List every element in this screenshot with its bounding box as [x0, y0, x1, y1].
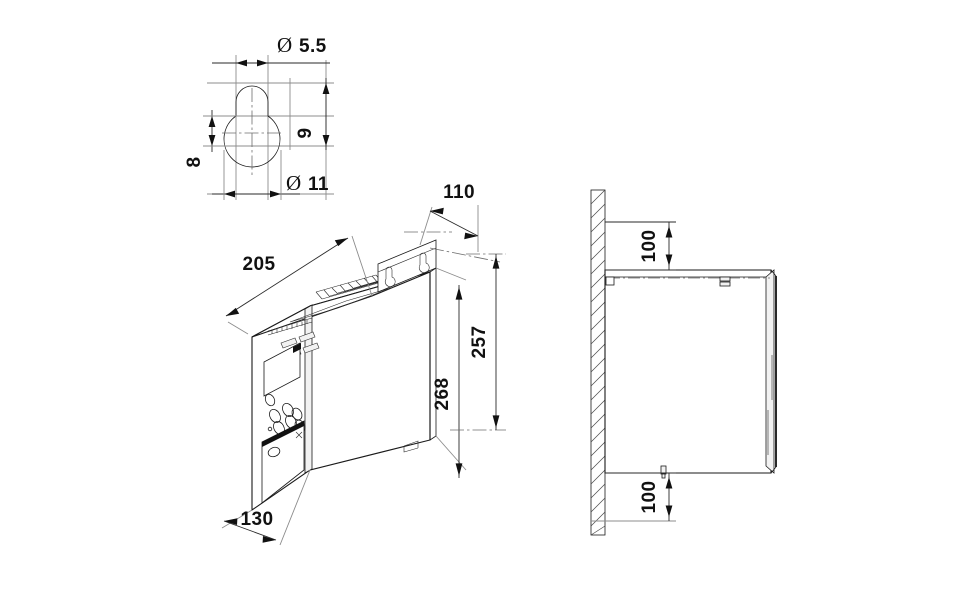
wall-section: [590, 189, 606, 536]
side-view: 100 100: [590, 189, 777, 536]
dimension-clearance-top: 100: [605, 221, 676, 271]
control-panel: [261, 342, 306, 504]
dimension-keyhole-offset-left: 8: [184, 110, 240, 167]
dimension-keyhole-diameter: Ø 11: [207, 150, 334, 200]
wall-hatching: [590, 189, 606, 536]
dimension-keyhole-offset-right: 9: [295, 78, 330, 150]
dimension-label-overall-height: 268: [432, 378, 453, 411]
dimension-unit-width: 205: [225, 235, 373, 335]
diameter-symbol-11: Ø: [286, 171, 301, 195]
side-bracket-tabs-top: [605, 276, 731, 287]
keyhole-slot-outline: [223, 85, 281, 168]
keyhole-vertical-extension-lines: [235, 55, 327, 200]
dimension-label-unit-depth: 130: [241, 509, 274, 530]
unit-base-foot: [403, 440, 419, 453]
status-led-icon: [264, 393, 276, 407]
dimension-label-keyhole-offset-left: 8: [184, 157, 205, 168]
mounting-bracket: [377, 239, 437, 293]
dimension-label-clearance-top: 100: [639, 230, 660, 263]
unit-rear-plate: [429, 267, 437, 441]
keyhole-detail-view: Ø 5.5 9 8: [184, 33, 334, 200]
dimension-label-clearance-bottom: 100: [639, 481, 660, 514]
dimension-label-keyhole-diameter: 11: [308, 174, 329, 195]
isometric-view: 205 130 110: [221, 182, 506, 546]
dimension-keyhole-width: Ø 5.5: [212, 33, 330, 67]
dimension-label-unit-width: 205: [243, 254, 276, 275]
unit-terminal-markings: [267, 317, 313, 336]
side-unit-body: [604, 269, 777, 474]
dimension-clearance-bottom: 100: [591, 472, 676, 522]
dimension-unit-depth: 130: [221, 469, 311, 546]
unit-front-bezel: [304, 304, 313, 474]
dimension-overall-height: 268: [432, 267, 467, 478]
dimension-mount-depth: 110: [404, 182, 501, 263]
side-panel-accents: [767, 355, 773, 455]
side-bracket-tab-bottom: [660, 465, 667, 479]
dimension-label-keyhole-width: 5.5: [299, 36, 327, 57]
dimension-label-mount-depth: 110: [443, 182, 475, 203]
dimension-label-mount-height: 257: [469, 326, 490, 359]
keyhole-centerlines: [222, 88, 282, 178]
dimension-mount-height: 257: [450, 253, 506, 431]
lcd-display: [263, 342, 301, 397]
access-door: [261, 420, 305, 504]
diameter-symbol-55: Ø: [277, 33, 292, 57]
unit-top-plate: [289, 286, 395, 323]
dimension-label-keyhole-offset-right: 9: [295, 128, 316, 139]
